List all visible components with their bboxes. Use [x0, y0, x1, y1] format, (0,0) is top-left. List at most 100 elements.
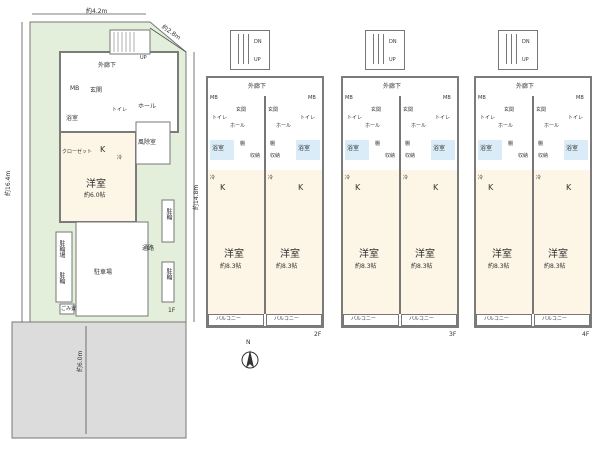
- stair-up-label: UP: [254, 57, 261, 63]
- bath-label-left: 浴室: [347, 145, 360, 152]
- fridge-label-left: 冷: [478, 175, 484, 181]
- bath-label-right: 浴室: [298, 145, 311, 152]
- kitchen-label: K: [100, 145, 106, 154]
- mb-label-right: MB: [443, 95, 451, 101]
- mb-label: MB: [70, 85, 80, 92]
- mb-label-left: MB: [210, 95, 218, 101]
- site-plan-1f: 約4.2m 約2.8m 約16.4m 約14.8m 約6.0m UP 外廊下 玄…: [0, 0, 200, 450]
- storage-label-right: 収納: [270, 153, 281, 159]
- hall-label-left: ホール: [365, 123, 381, 129]
- storage-label-right: 収納: [405, 153, 416, 159]
- stair-up-label: UP: [522, 57, 529, 63]
- toilet-label-right: トイレ: [568, 115, 584, 121]
- storage-label-left: 収納: [250, 153, 261, 159]
- storage-label-left: 収納: [385, 153, 396, 159]
- balcony-right: [401, 314, 457, 326]
- kitchen-label-left: K: [220, 183, 226, 192]
- bath-left: [478, 140, 502, 160]
- toilet-label-left: トイレ: [212, 115, 228, 121]
- bicycle-label-right-2: 駐輪: [165, 268, 172, 280]
- bath-label-left: 浴室: [480, 145, 493, 152]
- hall-label-right: ホール: [276, 123, 292, 129]
- unit-divider: [399, 96, 401, 314]
- wind-room-label: 風除室: [138, 139, 157, 146]
- western-room-label-right: 洋室: [548, 249, 568, 260]
- toilet-label: トイレ: [112, 107, 128, 113]
- bath-left: [210, 140, 234, 160]
- balcony-right: [266, 314, 322, 326]
- stairs: [502, 34, 518, 64]
- site-outline: [11, 13, 195, 439]
- western-room-label-left: 洋室: [492, 249, 512, 260]
- western-size-label-right: 約8.3帖: [276, 263, 298, 270]
- shelf-label-left: 棚: [375, 141, 381, 147]
- garbage-label: ごみ置: [61, 306, 77, 312]
- unit-divider: [532, 96, 534, 314]
- hall-label: ホール: [138, 103, 157, 110]
- floor-label-1f: 1F: [168, 307, 176, 314]
- balcony-right: [534, 314, 590, 326]
- dim-left: 約16.4m: [5, 170, 12, 196]
- shelf-label-left: 棚: [240, 141, 246, 147]
- western-room-label: 洋室: [86, 179, 106, 190]
- stair-dn-label: DN: [254, 39, 262, 45]
- mb-label-left: MB: [478, 95, 486, 101]
- bath-right: [431, 140, 455, 160]
- entrance-label-right: 玄関: [403, 107, 414, 113]
- stair-up-label: UP: [389, 57, 396, 63]
- kitchen-label-right: K: [566, 183, 572, 192]
- shelf-label-right: 棚: [270, 141, 276, 147]
- balcony-label-right: バルコニー: [409, 316, 434, 322]
- balcony-label-right: バルコニー: [542, 316, 567, 322]
- hall-label-left: ホール: [230, 123, 246, 129]
- balcony-label-left: バルコニー: [351, 316, 376, 322]
- toilet-label-left: トイレ: [480, 115, 496, 121]
- stair-dn-label: DN: [522, 39, 530, 45]
- shelf-label-left: 棚: [508, 141, 514, 147]
- entrance-label-left: 玄関: [236, 107, 247, 113]
- closet-label: クローゼット: [62, 149, 93, 155]
- bath-label-right: 浴室: [566, 145, 579, 152]
- entrance-label-left: 玄関: [504, 107, 515, 113]
- western-size-label-left: 約8.3帖: [488, 263, 510, 270]
- kitchen-label-right: K: [298, 183, 304, 192]
- mb-label-left: MB: [345, 95, 353, 101]
- outer-corridor-label: 外廊下: [383, 83, 402, 90]
- shelf-label-right: 棚: [538, 141, 544, 147]
- bath-right: [296, 140, 320, 160]
- bath-label-left: 浴室: [212, 145, 225, 152]
- floor-label: 2F: [314, 331, 322, 338]
- kitchen-label-left: K: [488, 183, 494, 192]
- toilet-label-left: トイレ: [347, 115, 363, 121]
- kitchen-label-left: K: [355, 183, 361, 192]
- entrance-label-right: 玄関: [268, 107, 279, 113]
- hall-label-left: ホール: [498, 123, 514, 129]
- fridge-label: 冷: [117, 155, 123, 161]
- hall-label-right: ホール: [411, 123, 427, 129]
- floor-plan-2f: DN UP 外廊下 MB MB 玄関 玄関 トイレ トイレ ホール ホール 浴室…: [200, 30, 330, 340]
- outer-corridor-label: 外廊下: [98, 62, 117, 69]
- stairs: [369, 34, 385, 64]
- dim-width: 約4.2m: [86, 8, 108, 15]
- compass: N: [238, 340, 262, 376]
- toilet-label-right: トイレ: [300, 115, 316, 121]
- mb-label-right: MB: [308, 95, 316, 101]
- kitchen-label-right: K: [433, 183, 439, 192]
- balcony-left: [208, 314, 264, 326]
- floor-label: 4F: [582, 331, 590, 338]
- floor-label: 3F: [449, 331, 457, 338]
- bicycle-space-label: 駐輪場: [58, 240, 65, 258]
- bath-left: [345, 140, 369, 160]
- bath-right: [564, 140, 588, 160]
- entrance-label: 玄関: [90, 87, 103, 94]
- western-size-label-left: 約8.3帖: [355, 263, 377, 270]
- balcony-label-left: バルコニー: [484, 316, 509, 322]
- unit-divider: [264, 96, 266, 314]
- western-room-label-left: 洋室: [359, 249, 379, 260]
- bath-label: 浴室: [66, 115, 79, 122]
- fridge-label-left: 冷: [210, 175, 216, 181]
- passage-label: 通路: [142, 245, 155, 252]
- western-size-label: 約6.0帖: [84, 192, 106, 199]
- storage-label-left: 収納: [518, 153, 529, 159]
- fridge-label-right: 冷: [268, 175, 274, 181]
